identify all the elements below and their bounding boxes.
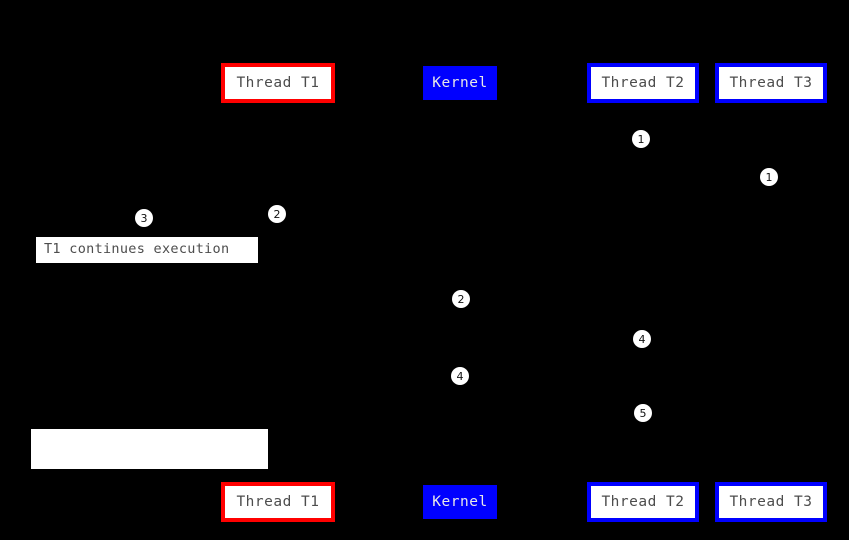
participant-top-t1[interactable]: Thread T1 [221,63,335,103]
message-arrow-msg-7 [459,404,643,423]
message-arrow-msg-6 [459,367,643,384]
step-marker-m-kernel-2: 2 [452,290,470,308]
participant-top-label: Kernel [432,74,488,91]
message-arrow-msg-2 [459,185,771,200]
participant-bottom-t2b[interactable]: Thread T2 [587,482,699,522]
participant-top-label: Thread T3 [729,74,813,91]
participant-bottom-label: Thread T3 [729,493,813,510]
note-text: T1 continues execution [44,241,230,258]
participant-top-t3[interactable]: Thread T3 [715,63,827,103]
participant-bottom-t1b[interactable]: Thread T1 [221,482,335,522]
step-marker-m-t1-2: 2 [268,205,286,223]
lifeline-ll-t2 [643,103,644,482]
participant-bottom-t3b[interactable]: Thread T3 [715,482,827,522]
participant-top-label: Thread T2 [601,74,685,91]
lifeline-ll-t3 [771,103,772,482]
note-note-empty-lower [31,429,268,469]
step-marker-m-t3-1: 1 [760,168,778,186]
message-arrow-msg-4 [277,290,460,309]
message-arrow-msg-5 [459,330,643,349]
lifeline-ll-t1 [278,103,279,482]
participant-top-t2[interactable]: Thread T2 [587,63,699,103]
participant-bottom-kernelb[interactable]: Kernel [423,485,497,519]
step-marker-m-t2-1: 1 [632,130,650,148]
participant-bottom-label: Kernel [432,493,488,510]
participant-top-kernel[interactable]: Kernel [423,66,497,100]
step-marker-m-t1-3: 3 [135,209,153,227]
message-arrow-msg-1 [459,147,643,160]
note-note-t1-continues: T1 continues execution [36,237,258,263]
step-marker-m-t2-4: 4 [633,330,651,348]
step-marker-m-kernel-4: 4 [451,367,469,385]
message-arrow-msg-3 [277,224,460,232]
participant-top-label: Thread T1 [236,74,320,91]
participant-bottom-label: Thread T1 [236,493,320,510]
step-marker-m-t2-5: 5 [634,404,652,422]
participant-bottom-label: Thread T2 [601,493,685,510]
